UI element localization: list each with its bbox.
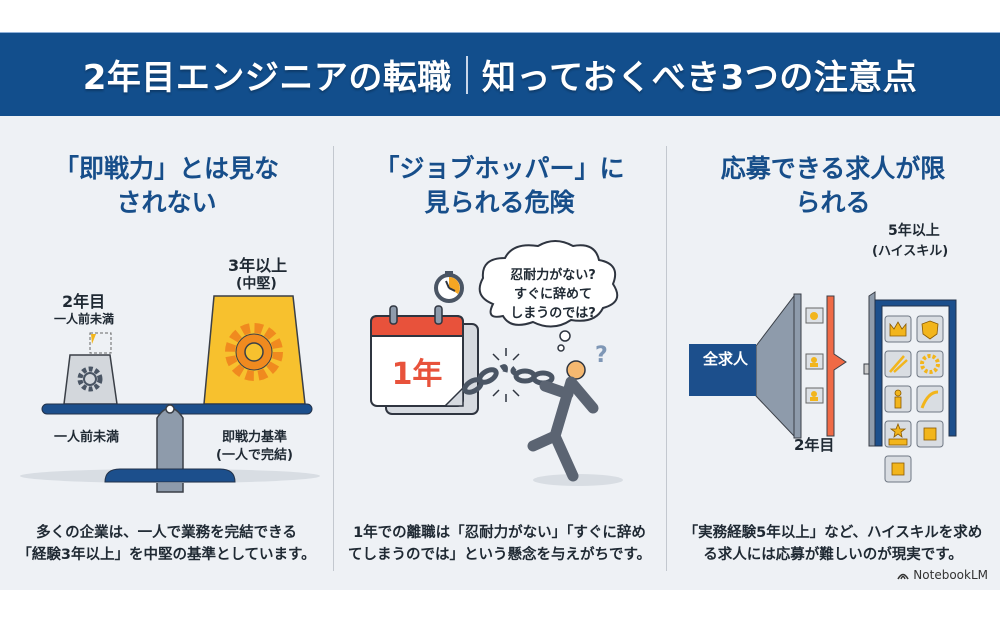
description-line2: る求人には応募が難しいのが現実です。 bbox=[703, 547, 963, 563]
header-banner: 2年目エンジニアの転職 知っておくべき3つの注意点 bbox=[0, 32, 1000, 116]
description-line1: 1年での離職は「忍耐力がない」「すぐに辞め bbox=[353, 525, 646, 541]
thought-line2: すぐに辞めて bbox=[513, 287, 592, 302]
running-person-icon bbox=[527, 360, 623, 486]
notebooklm-logo-icon bbox=[897, 573, 909, 580]
description-line2: てしまうのでは」という懸念を与えがちです。 bbox=[347, 547, 652, 563]
column-title-line1: 応募できる求人が限 bbox=[720, 154, 946, 183]
thought-bubble-text: 忍耐力がない? すぐに辞めて しまうのでは? bbox=[493, 266, 613, 323]
page-title-left: 2年目エンジニアの転職 bbox=[82, 58, 452, 98]
column-title: 応募できる求人が限 られる bbox=[666, 152, 1000, 220]
column-title: 「即戦力」とは見な されない bbox=[0, 152, 333, 220]
left-weight-title: 2年目 bbox=[62, 292, 106, 311]
right-caption-line1: 即戦力基準 bbox=[222, 430, 288, 445]
column-title-line1: 「即戦力」とは見な bbox=[53, 154, 279, 183]
gate-label: 2年目 bbox=[794, 436, 835, 454]
left-caption: 一人前未満 bbox=[54, 430, 120, 445]
right-weight-subtitle: (中堅) bbox=[236, 276, 277, 292]
door-label-line1: 5年以上 bbox=[888, 223, 940, 239]
calendar-label: 1年 bbox=[392, 357, 443, 392]
thought-line3: しまうのでは? bbox=[510, 306, 596, 321]
column-limited-jobs: 応募できる求人が限 られる 5年以上 (ハイスキル) bbox=[666, 116, 1000, 590]
description-line2: 「経験3年以上」を中堅の基準としています。 bbox=[17, 547, 316, 563]
column-divider bbox=[333, 146, 334, 571]
funnel-label: 全求人 bbox=[702, 350, 748, 368]
job-funnel-illustration bbox=[689, 291, 957, 483]
content-panel: 「即戦力」とは見な されない 3年以上 (中堅) 2年目 一人前未満 bbox=[0, 116, 1000, 590]
description-line1: 「実務経験5年以上」など、ハイスキルを求め bbox=[683, 525, 983, 541]
column-job-hopper-risk: 「ジョブホッパー」に 見られる危険 bbox=[333, 116, 666, 590]
column-description: 「実務経験5年以上」など、ハイスキルを求め る求人には応募が難しいのが現実です。 bbox=[666, 522, 1000, 566]
column-title-line2: 見られる危険 bbox=[424, 188, 575, 217]
job-hopper-illustration: 1年 ? bbox=[370, 240, 623, 486]
column-description: 1年での離職は「忍耐力がない」「すぐに辞め てしまうのでは」という懸念を与えがち… bbox=[333, 522, 666, 566]
watermark-text: NotebookLM bbox=[913, 568, 988, 582]
column-divider bbox=[666, 146, 667, 571]
page-title: 2年目エンジニアの転職 知っておくべき3つの注意点 bbox=[83, 50, 918, 99]
door-label-line2: (ハイスキル) bbox=[872, 244, 949, 259]
left-weight-subtitle: 一人前未満 bbox=[54, 312, 115, 326]
gear-icon bbox=[77, 366, 103, 392]
person-icon bbox=[805, 353, 824, 370]
stopwatch-icon bbox=[434, 271, 464, 303]
watermark: NotebookLM bbox=[897, 568, 988, 582]
question-mark-icon: ? bbox=[595, 343, 608, 368]
person-icon bbox=[805, 387, 824, 404]
column-not-immediate-asset: 「即戦力」とは見な されない 3年以上 (中堅) 2年目 一人前未満 bbox=[0, 116, 333, 590]
column-title: 「ジョブホッパー」に 見られる危険 bbox=[333, 152, 666, 220]
column-title-line2: られる bbox=[795, 188, 871, 217]
column-description: 多くの企業は、一人で業務を完結できる 「経験3年以上」を中堅の基準としています。 bbox=[0, 522, 333, 566]
gear-icon bbox=[225, 323, 283, 381]
calendar-icon bbox=[370, 305, 479, 415]
description-line1: 多くの企業は、一人で業務を完結できる bbox=[36, 525, 297, 541]
right-caption-line2: (一人で完結) bbox=[216, 448, 293, 463]
scale-icon bbox=[20, 295, 320, 493]
right-weight-title: 3年以上 bbox=[228, 256, 288, 275]
climber-icon bbox=[916, 385, 944, 413]
page-title-right: 知っておくべき3つの注意点 bbox=[481, 58, 918, 98]
title-separator bbox=[465, 55, 468, 94]
column-title-line1: 「ジョブホッパー」に bbox=[374, 154, 625, 183]
thought-line1: 忍耐力がない? bbox=[510, 268, 596, 283]
person-icon bbox=[805, 307, 824, 324]
column-title-line2: されない bbox=[116, 188, 217, 217]
